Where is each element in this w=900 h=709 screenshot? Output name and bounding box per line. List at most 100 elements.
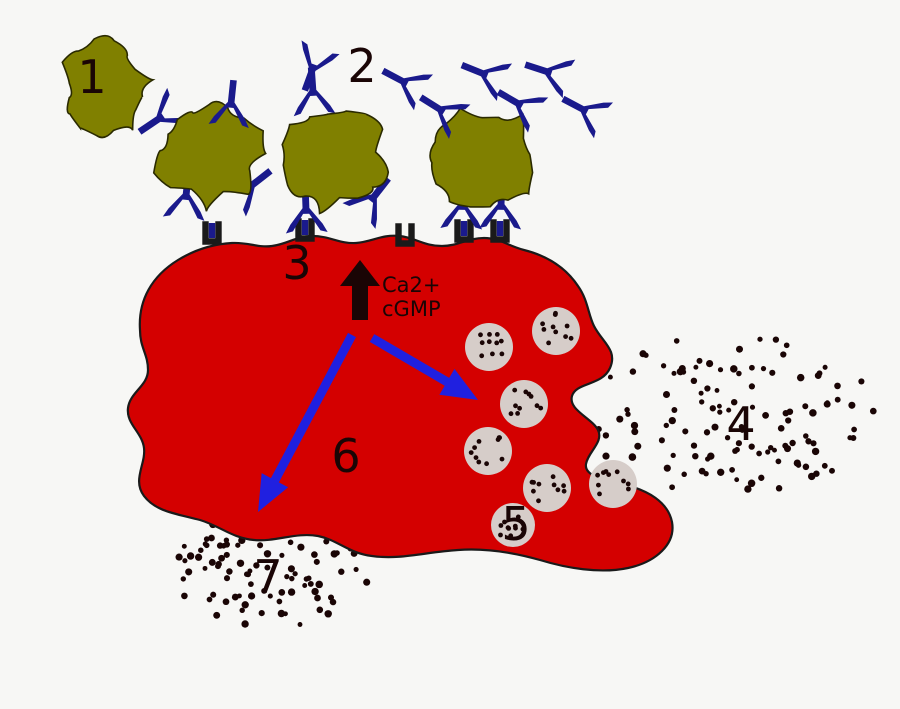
mediator-dot (239, 607, 245, 614)
mediator-dot (222, 598, 230, 606)
mediator-dot (327, 594, 335, 601)
granule-dot (529, 479, 535, 485)
mediator-dot (757, 336, 763, 342)
granule-dot (512, 387, 518, 393)
mediator-dot (848, 401, 856, 409)
mediator-dot (287, 565, 295, 573)
mediator-dot (699, 399, 705, 405)
mediator-dot (258, 610, 265, 617)
mediator-cloud-right (582, 336, 877, 493)
granule-dot (468, 450, 474, 455)
mediator-dot (729, 467, 735, 473)
mediator-dot (625, 411, 631, 417)
granule-dot (479, 340, 485, 346)
antigen-blob (152, 100, 267, 212)
mediator-dot (717, 367, 724, 373)
free-ab-4 (524, 59, 576, 99)
granule-dot (534, 403, 540, 409)
mediator-dot (803, 433, 809, 439)
mediator-dot (186, 552, 195, 560)
bound-antibody-shape (293, 67, 336, 117)
free-antibody-shape (524, 59, 576, 99)
granule-dot (494, 332, 500, 337)
granule-dot (520, 526, 526, 532)
free-ab-5 (418, 94, 471, 139)
mediator-dot (706, 360, 714, 368)
granule-dot (499, 456, 505, 462)
antigen-blob (281, 110, 390, 215)
granule-dot (626, 486, 631, 492)
granule-2 (532, 307, 580, 355)
granule-body (465, 323, 513, 371)
mediator-dot (698, 467, 706, 475)
mediator-dot (821, 462, 828, 469)
granule-4 (464, 427, 512, 475)
mediator-dot (180, 576, 186, 582)
antigen-2 (152, 100, 267, 212)
label-4: 4 (726, 397, 755, 451)
granule-dot (551, 482, 557, 488)
granule-dot (515, 411, 520, 416)
mediator-dot (749, 404, 756, 410)
mediator-dot (203, 542, 210, 549)
granule-dot (553, 329, 559, 335)
antigen-1 (61, 34, 156, 139)
mediator-dot (181, 592, 188, 600)
mediator-dot (243, 571, 250, 578)
calcium-signal-label: Ca2+ (382, 273, 441, 297)
mediator-dot (175, 553, 183, 561)
mediator-dot (236, 559, 245, 567)
granule-dot (496, 435, 502, 440)
receptor-1 (202, 221, 222, 245)
mediator-dot (749, 364, 755, 371)
granule-dot (614, 469, 620, 475)
mediator-dot (735, 440, 743, 447)
mediator-dot (869, 407, 877, 415)
granule-dot (473, 455, 479, 460)
mediator-dot (276, 598, 283, 605)
mediator-dot (307, 580, 314, 587)
mediator-dot (616, 415, 624, 423)
mediator-dot (782, 442, 789, 449)
antigen-3 (281, 110, 390, 215)
receptor-cup (202, 221, 222, 245)
receptor-bound-stem (301, 220, 309, 235)
granule-dot (540, 321, 545, 327)
granule-dot (606, 472, 612, 477)
granule-7 (491, 503, 535, 547)
mediator-dot (851, 426, 857, 433)
mediator-dot (796, 373, 805, 382)
granule-dot (494, 340, 500, 346)
mediator-cloud-bottom (175, 512, 371, 628)
granule-dot (561, 488, 567, 494)
mediator-dot (292, 571, 298, 577)
mediator-dot (802, 403, 809, 410)
free-ab-7 (561, 95, 613, 139)
mediator-dot (602, 432, 610, 439)
mediator-dot (202, 565, 208, 571)
free-antibody-shape (381, 67, 433, 111)
granule-dot (526, 391, 532, 397)
mediator-dot (624, 407, 630, 413)
granule-dot (555, 487, 561, 493)
receptor-5 (490, 219, 510, 243)
mediator-dot (772, 336, 780, 343)
mediator-dot (768, 445, 774, 451)
mediator-dot (203, 536, 210, 542)
bound-ab-3 (220, 168, 273, 217)
granule-dot (472, 445, 477, 450)
mediator-dot (775, 458, 782, 465)
mediator-dot (198, 547, 204, 553)
mediator-dot (261, 588, 267, 594)
free-antibody-shape (208, 79, 249, 129)
bound-ab-5 (285, 185, 328, 234)
mediator-dot (717, 468, 725, 476)
mediator-dot (692, 452, 699, 460)
mediator-dot (730, 365, 738, 373)
label-5: 5 (501, 497, 530, 551)
granule-dot (536, 481, 542, 487)
label-6: 6 (331, 429, 360, 483)
receptor-cup (395, 223, 415, 247)
granule-dot (498, 532, 503, 538)
